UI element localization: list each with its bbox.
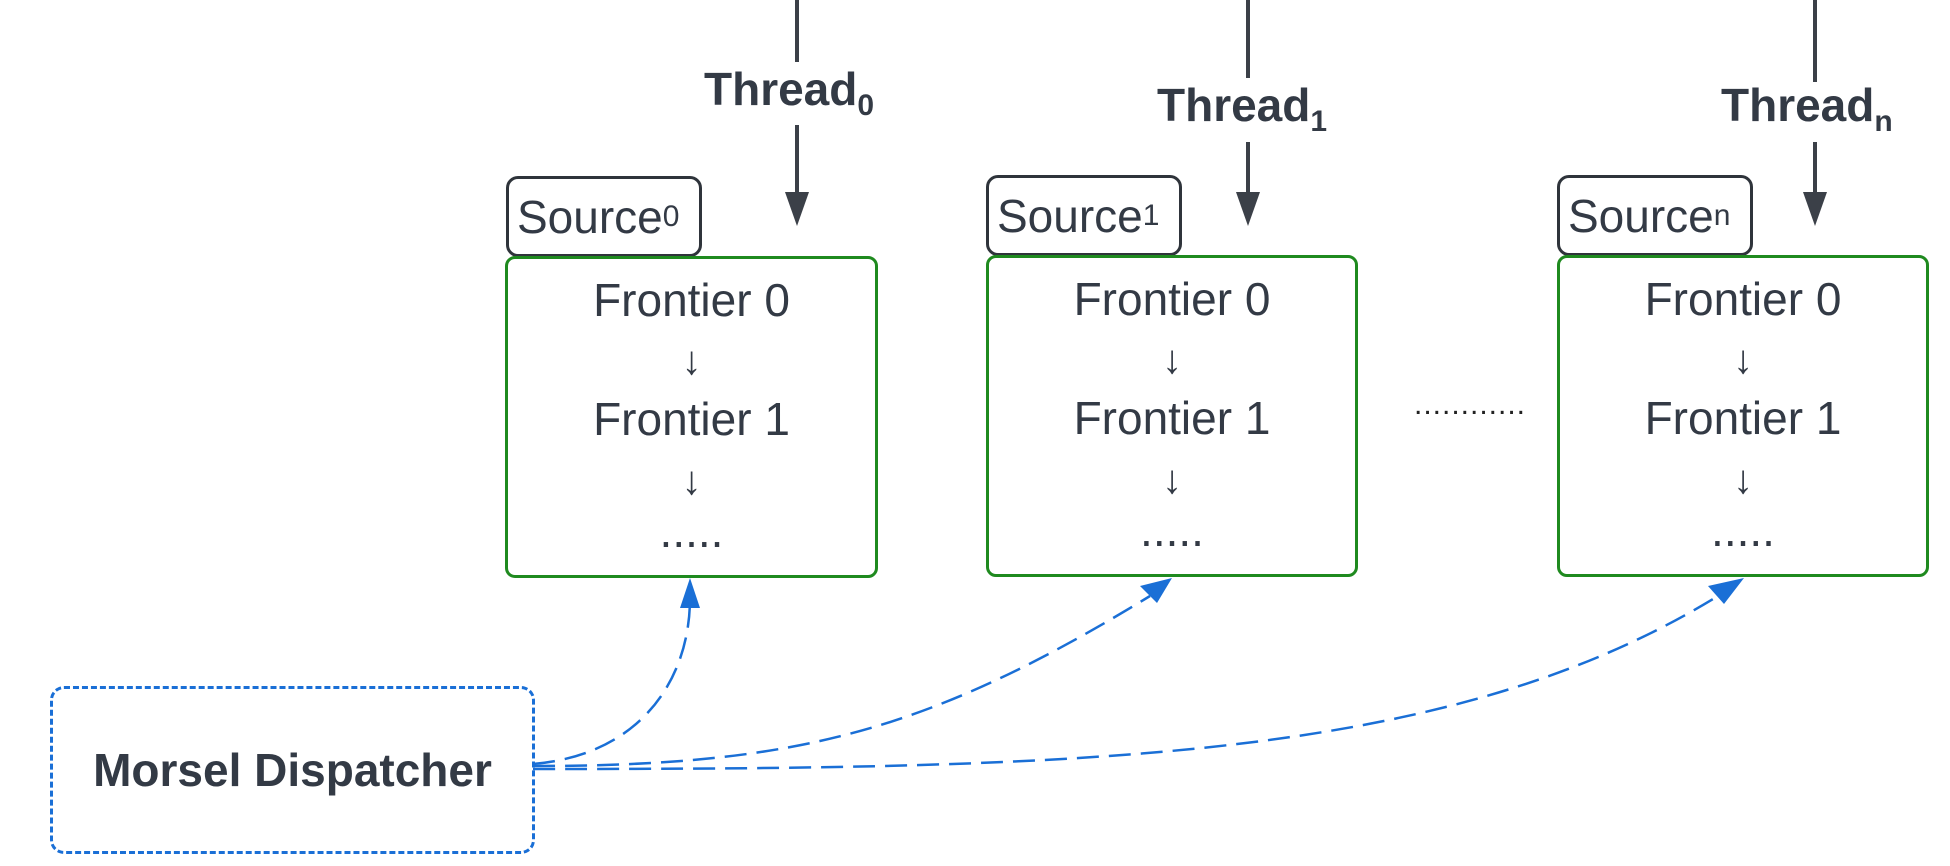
thread-1-label: Thread1: [1157, 79, 1328, 138]
frontier-box-n: Frontier 0 ↓ Frontier 1 ↓ .....: [1557, 255, 1929, 577]
dispatch-arrow-n: [532, 578, 1744, 771]
frontier-more: .....: [659, 505, 724, 557]
frontier-arrow-1: ↓: [681, 339, 702, 383]
frontier-more: .....: [1140, 504, 1204, 556]
frontier-arrow-2: ↓: [681, 459, 702, 503]
frontier-box-0: Frontier 0 ↓ Frontier 1 ↓ .....: [505, 256, 878, 578]
frontier-1-text: Frontier 1: [1073, 392, 1271, 444]
frontier-0-text: Frontier 0: [1073, 273, 1271, 325]
frontier-more: .....: [1711, 504, 1775, 556]
thread-0-arrow: [785, 0, 809, 226]
morsel-dispatcher-label: Morsel Dispatcher: [93, 744, 492, 796]
dispatch-arrow-1: [532, 578, 1172, 768]
dispatch-arrow-0: [532, 578, 700, 766]
frontier-box-1: Frontier 0 ↓ Frontier 1 ↓ .....: [986, 255, 1358, 577]
frontier-arrow-2: ↓: [1162, 458, 1182, 502]
frontier-arrow-1: ↓: [1733, 338, 1753, 382]
frontier-0-text: Frontier 0: [593, 274, 790, 326]
thread-n-arrow: [1803, 0, 1827, 226]
frontier-0-text: Frontier 0: [1644, 273, 1842, 325]
thread-1-arrow: [1236, 0, 1260, 226]
frontier-arrow-1: ↓: [1162, 338, 1182, 382]
frontier-1-text: Frontier 1: [593, 393, 790, 445]
between-ellipsis: ............: [1414, 388, 1527, 421]
thread-n-label: Threadn: [1721, 79, 1893, 138]
morsel-dispatcher-box: Morsel Dispatcher: [50, 686, 535, 854]
frontier-arrow-2: ↓: [1733, 458, 1753, 502]
thread-0-label: Thread0: [704, 63, 875, 122]
frontier-1-text: Frontier 1: [1644, 392, 1842, 444]
